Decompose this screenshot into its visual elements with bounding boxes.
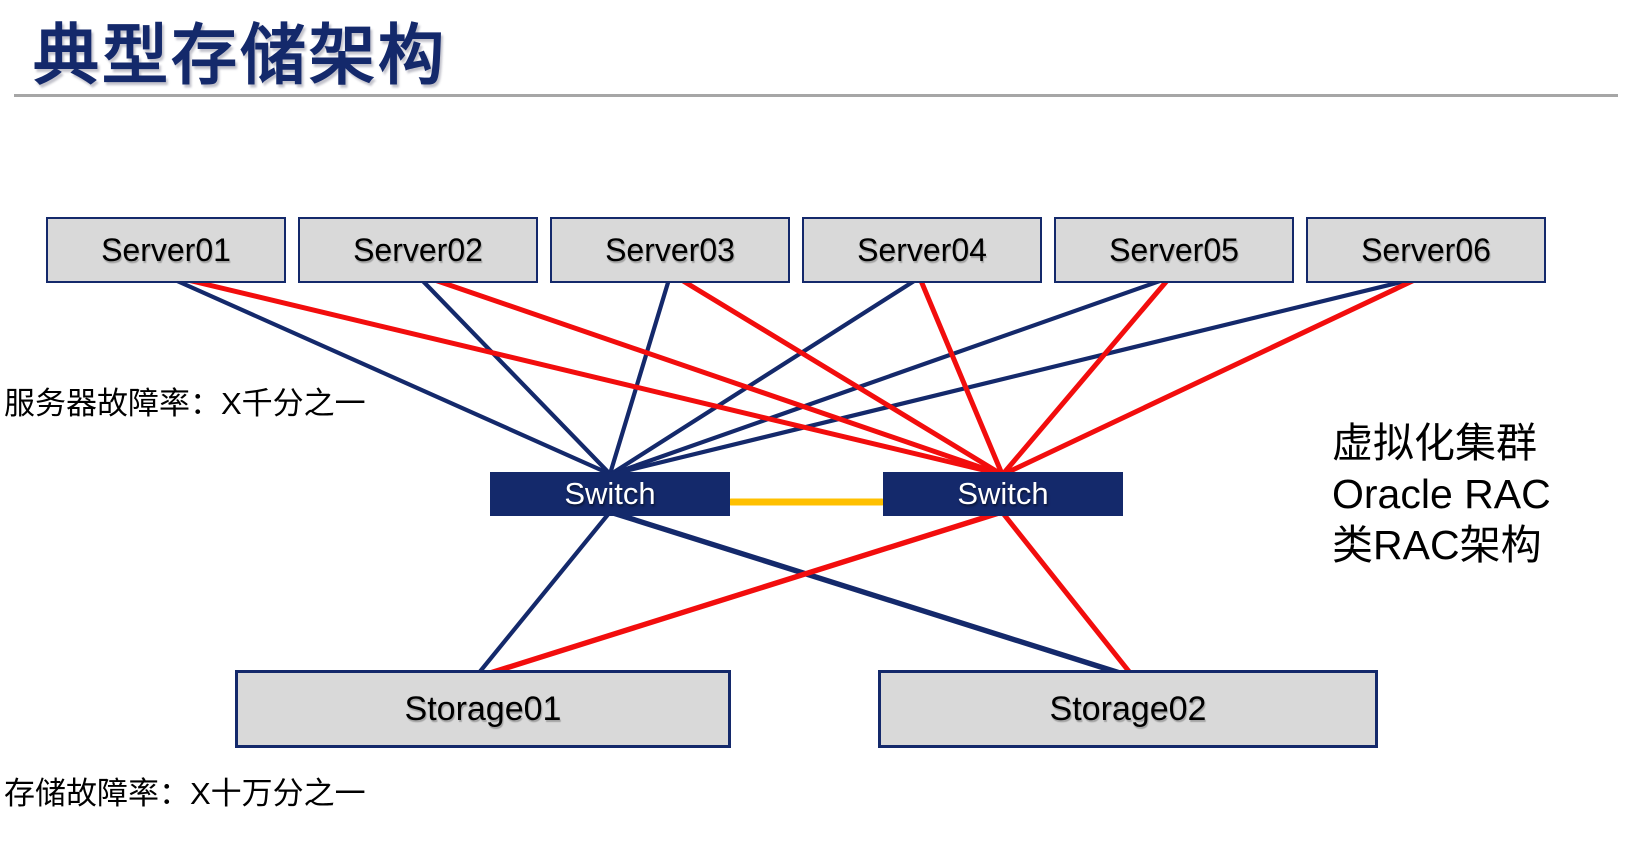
link-server04-right-switch [916, 273, 1005, 477]
server04-node: Server04 [802, 217, 1042, 283]
server02-node: Server02 [298, 217, 538, 283]
switch-to-storage-links [475, 509, 1134, 677]
cluster-annotation: 虚拟化集群 Oracle RAC 类RAC架构 [1332, 418, 1551, 571]
server06-node: Server06 [1306, 217, 1546, 283]
storage01-node: Storage01 [235, 670, 731, 748]
annotation-line-2: Oracle RAC [1332, 471, 1551, 517]
left-switch-node: Switch [490, 472, 730, 516]
link-server06-right-switch [1001, 273, 1426, 477]
page-title: 典型存储架构 [33, 18, 447, 92]
link-right-switch-storage01 [484, 509, 1005, 677]
annotation-line-3: 类RAC架构 [1332, 522, 1542, 568]
link-server05-left-switch [609, 273, 1177, 477]
server05-node: Server05 [1054, 217, 1294, 283]
link-left-switch-storage02 [607, 509, 1126, 677]
link-server06-left-switch [610, 273, 1429, 477]
link-left-switch-storage01 [475, 509, 613, 677]
storage-failure-rate-label: 存储故障率：X十万分之一 [4, 776, 366, 811]
link-server03-right-switch [672, 273, 1004, 477]
link-server02-right-switch [420, 273, 1003, 477]
link-server03-left-switch [607, 273, 673, 477]
right-switch-node: Switch [883, 472, 1123, 516]
server-to-left-switch-links [163, 273, 1429, 477]
link-server05-right-switch [1000, 273, 1174, 477]
link-right-switch-storage02 [999, 509, 1134, 677]
storage02-node: Storage02 [878, 670, 1378, 748]
server03-node: Server03 [550, 217, 790, 283]
link-server01-left-switch [163, 273, 613, 477]
link-server04-left-switch [608, 273, 925, 477]
link-server02-left-switch [415, 273, 613, 477]
server-failure-rate-label: 服务器故障率：X千分之一 [4, 386, 366, 421]
server-to-right-switch-links [168, 273, 1426, 477]
link-server01-right-switch [168, 273, 1003, 477]
server01-node: Server01 [46, 217, 286, 283]
title-divider [14, 94, 1618, 97]
annotation-line-1: 虚拟化集群 [1332, 420, 1537, 466]
